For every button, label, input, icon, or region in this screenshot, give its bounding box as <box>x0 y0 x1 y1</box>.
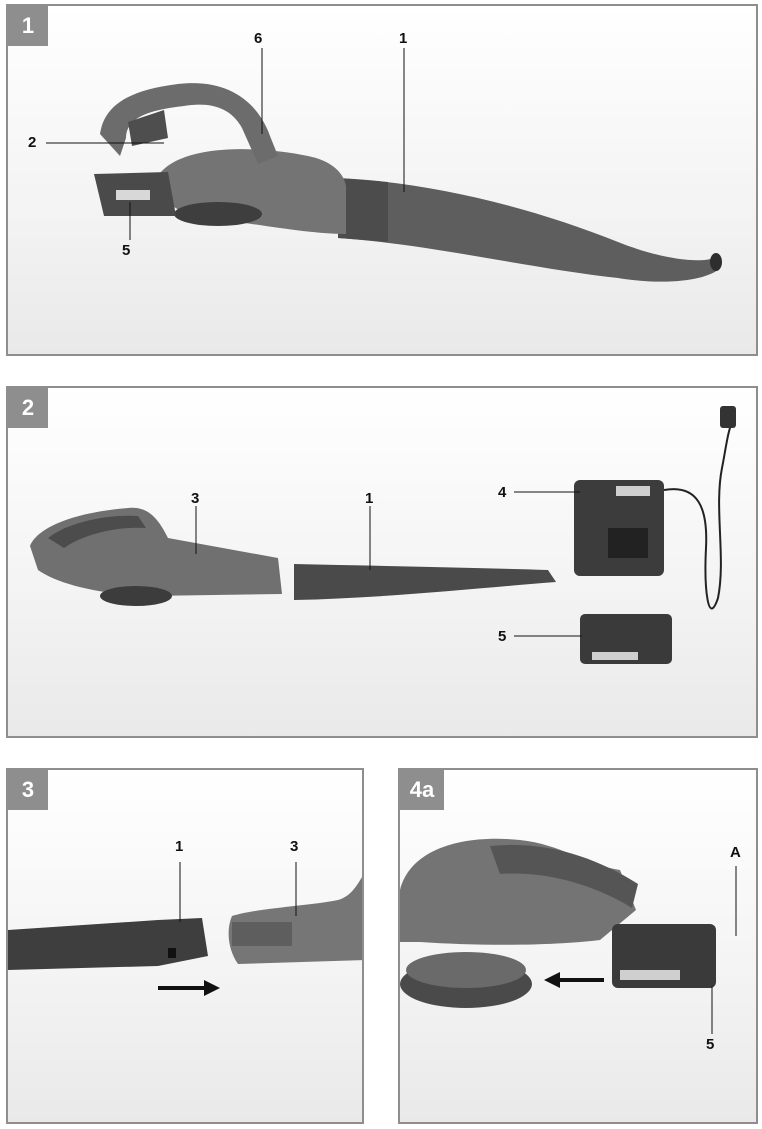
callout-1: 1 <box>365 490 374 507</box>
figure-1-panel: 1 2 6 1 5 <box>6 4 758 356</box>
callout-3: 3 <box>191 490 200 507</box>
callout-5: 5 <box>706 1036 715 1053</box>
figure-1-illustration <box>46 48 722 282</box>
callout-6: 6 <box>254 30 263 47</box>
power-plug <box>720 406 736 428</box>
fan-housing-top <box>406 952 526 988</box>
tube-end <box>8 918 208 970</box>
tube-detached <box>294 564 556 600</box>
figure-1-tag: 1 <box>8 6 48 46</box>
figure-3-illustration <box>8 862 362 996</box>
figure-4a-panel: 4a A 5 <box>398 768 758 1124</box>
figure-2-illustration <box>30 406 736 664</box>
battery-label <box>116 190 150 200</box>
handle-grip <box>128 110 168 146</box>
blower-handle <box>100 83 278 164</box>
nozzle-opening <box>710 253 722 271</box>
callout-5: 5 <box>498 628 507 645</box>
figure-4a-tag: 4a <box>400 770 444 810</box>
charger-cord <box>663 417 735 610</box>
fan-housing <box>174 202 262 226</box>
callout-4: 4 <box>498 484 507 501</box>
outlet-ribs <box>232 922 292 946</box>
blower-unit <box>30 507 282 596</box>
callout-1: 1 <box>399 30 408 47</box>
blower-tube <box>338 178 720 282</box>
figure-2-tag: 2 <box>8 388 48 428</box>
callout-1: 1 <box>175 838 184 855</box>
insert-arrow-head <box>544 972 560 988</box>
assembly-arrow-head <box>204 980 220 996</box>
figure-3-tag: 3 <box>8 770 48 810</box>
handle-grip <box>490 844 638 908</box>
callout-3: 3 <box>290 838 299 855</box>
unit-handle <box>48 515 146 548</box>
battery-label <box>592 652 638 660</box>
figure-4a-illustration <box>400 838 737 1034</box>
callout-2: 2 <box>28 134 37 151</box>
unit-fan-housing <box>100 586 172 606</box>
callout-A: A <box>730 844 741 861</box>
tube-collar <box>338 178 388 242</box>
figure-2-panel: 2 3 1 4 5 <box>6 386 758 738</box>
charger-label <box>616 486 650 496</box>
battery-pack <box>580 614 672 664</box>
charger-slot <box>608 528 648 558</box>
tube-latch <box>168 948 176 958</box>
battery-label <box>620 970 680 980</box>
figure-3-panel: 3 1 3 <box>6 768 364 1124</box>
callout-5: 5 <box>122 242 131 259</box>
